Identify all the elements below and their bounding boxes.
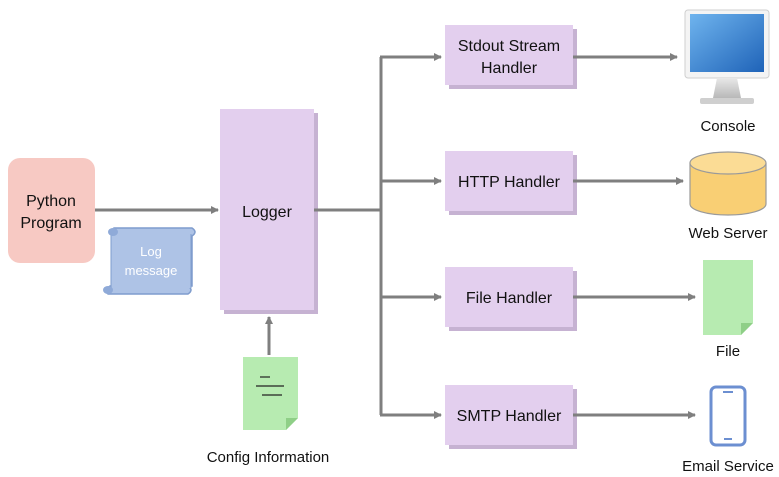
python-program-box: Python Program bbox=[8, 158, 95, 263]
config-caption: Config Information bbox=[207, 449, 330, 466]
logger-label: Logger bbox=[242, 204, 292, 221]
python-program-label-line2: Program bbox=[20, 215, 81, 232]
stdout-handler-label-line1: Stdout Stream bbox=[458, 38, 560, 55]
http-handler-label: HTTP Handler bbox=[458, 174, 561, 191]
logger-box: Logger bbox=[220, 109, 318, 314]
database-icon bbox=[689, 151, 767, 216]
log-message-label-line2: message bbox=[125, 263, 178, 278]
http-handler-box: HTTP Handler bbox=[445, 151, 577, 215]
smtp-handler-label: SMTP Handler bbox=[457, 408, 562, 425]
phone-icon bbox=[709, 385, 747, 447]
stdout-stream-handler-box: Stdout Stream Handler bbox=[445, 25, 577, 89]
stdout-handler-label-line2: Handler bbox=[481, 60, 538, 77]
smtp-handler-box: SMTP Handler bbox=[445, 385, 577, 449]
file-handler-label: File Handler bbox=[466, 290, 553, 307]
config-document-icon bbox=[243, 357, 298, 430]
web-server-label: Web Server bbox=[689, 225, 768, 242]
email-service-label: Email Service bbox=[682, 458, 774, 475]
console-label: Console bbox=[700, 118, 755, 135]
log-message-scroll-icon: Log message bbox=[103, 227, 196, 295]
monitor-icon bbox=[684, 9, 770, 104]
file-label: File bbox=[716, 343, 740, 360]
python-program-label-line1: Python bbox=[26, 193, 76, 210]
file-handler-box: File Handler bbox=[445, 267, 577, 331]
log-message-label-line1: Log bbox=[140, 244, 162, 259]
file-icon bbox=[703, 260, 753, 335]
